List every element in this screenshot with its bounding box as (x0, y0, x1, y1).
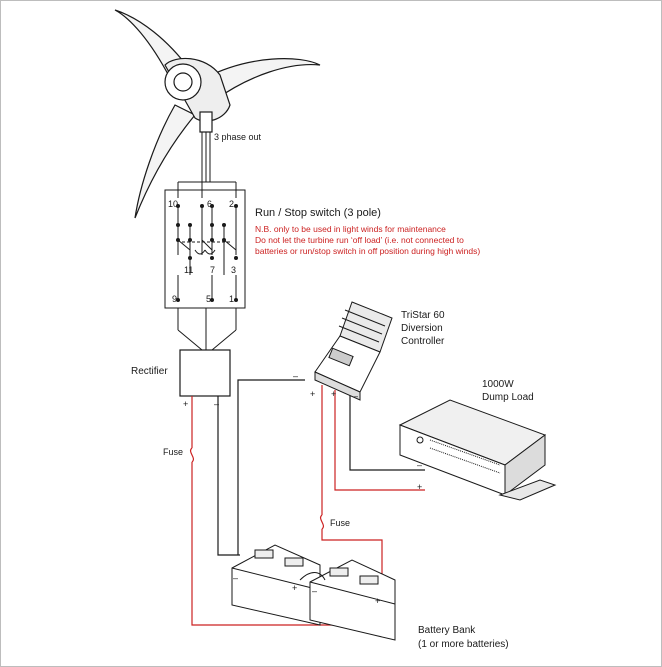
turbine-blade-bottom (134, 104, 196, 219)
switch-pin-2: 2 (229, 199, 235, 209)
three-phase-label: 3 phase out (214, 132, 262, 142)
controller-label-line-2: Diversion (401, 323, 443, 334)
rectifier-plus: + (183, 399, 189, 409)
fuse-label-2: Fuse (330, 518, 351, 528)
battery-2-minus: – (312, 586, 318, 596)
wind-turbine (114, 9, 321, 219)
controller-plus-1: + (310, 389, 316, 399)
controller-minus-2: – (353, 391, 359, 401)
positive-wire (189, 385, 425, 626)
rectifier-minus: – (214, 399, 220, 409)
switch-note-line-2: Do not let the turbine run ‘off load’ (i… (255, 235, 464, 245)
rectifier-label: Rectifier (131, 366, 168, 377)
switch-pin-11: 11 (184, 265, 194, 275)
battery-2-plus: + (375, 596, 381, 606)
fuse-label-1: Fuse (163, 447, 184, 457)
switch-pin-10: 10 (168, 199, 179, 209)
turbine-tower (199, 111, 213, 133)
switch-pin-3: 3 (231, 265, 237, 275)
switch-note-line-1: N.B. only to be used in light winds for … (255, 224, 446, 234)
dump-load-minus: – (417, 460, 423, 470)
controller-label-line-1: TriStar 60 (401, 310, 445, 321)
controller-label-line-3: Controller (401, 336, 445, 347)
run-stop-switch (164, 181, 246, 309)
battery-1-minus: – (233, 573, 239, 583)
switch-pin-9: 9 (172, 294, 178, 304)
switch-note-line-3: batteries or run/stop switch in off posi… (255, 246, 481, 256)
battery-1-plus: + (292, 583, 298, 593)
negative-wire (217, 379, 425, 556)
switch-pin-1: 1 (229, 294, 235, 304)
battery-bank-label-line-1: Battery Bank (418, 625, 476, 636)
switch-title: Run / Stop switch (3 pole) (255, 207, 381, 219)
switch-pin-7: 7 (210, 265, 216, 275)
dump-load-label-line-2: Dump Load (482, 392, 534, 403)
battery-bank (231, 544, 396, 641)
battery-bank-label-line-2: (1 or more batteries) (418, 639, 509, 650)
tristar-controller (314, 301, 393, 401)
dump-load-label-line-1: 1000W (482, 379, 514, 390)
rectifier (179, 349, 231, 397)
switch-pin-6: 6 (207, 199, 213, 209)
dump-load-plus: + (417, 482, 423, 492)
dump-load (398, 399, 557, 501)
switch-pin-5: 5 (206, 294, 212, 304)
controller-minus: – (293, 371, 299, 381)
three-phase-wires (201, 132, 211, 182)
turbine-blade-right (204, 58, 321, 101)
controller-plus-2: + (331, 389, 337, 399)
